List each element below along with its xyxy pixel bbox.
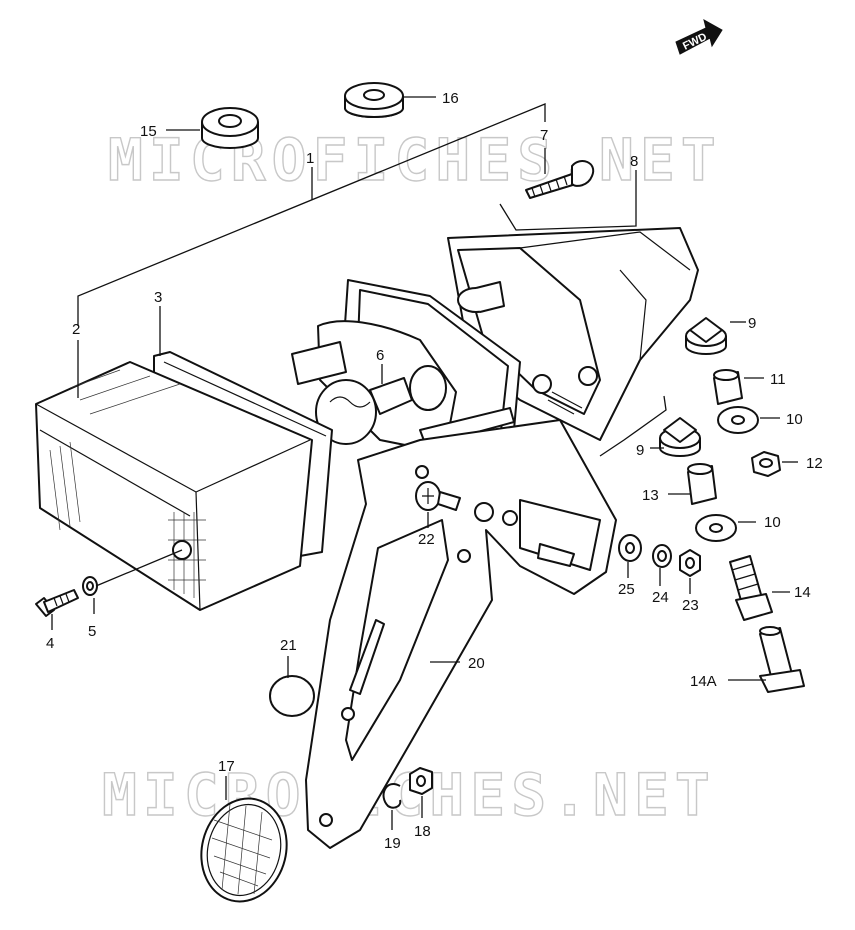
callout-22: 22 — [418, 531, 435, 548]
nut-18 — [409, 767, 433, 795]
cap-21 — [269, 675, 315, 717]
grommet-15 — [201, 107, 259, 149]
callout-10-lower: 10 — [764, 514, 781, 531]
grommet-16 — [344, 82, 404, 118]
fwd-arrow-icon: FWD — [675, 19, 723, 55]
screw-22 — [415, 481, 461, 511]
callout-3: 3 — [154, 289, 162, 306]
callout-18: 18 — [414, 823, 431, 840]
callout-21: 21 — [280, 637, 297, 654]
callout-5: 5 — [88, 623, 96, 640]
bolt-9-upper — [685, 317, 727, 355]
fwd-label: FWD — [681, 31, 709, 53]
callout-6: 6 — [376, 347, 384, 364]
callout-24: 24 — [652, 589, 669, 606]
callout-13: 13 — [642, 487, 659, 504]
callout-15: 15 — [140, 123, 157, 140]
callout-2: 2 — [72, 321, 80, 338]
callout-1: 1 — [306, 150, 314, 167]
collar-13 — [687, 463, 717, 505]
screw-7 — [525, 160, 595, 199]
callout-9-upper: 9 — [748, 315, 756, 332]
callout-19: 19 — [384, 835, 401, 852]
bulb-6 — [315, 377, 413, 445]
bolt-9-lower — [659, 417, 701, 457]
callout-10-upper: 10 — [786, 411, 803, 428]
callout-23: 23 — [682, 597, 699, 614]
reflector-17 — [200, 797, 288, 903]
license-bracket-20 — [305, 419, 617, 849]
callout-11: 11 — [770, 371, 786, 388]
callout-12: 12 — [806, 455, 823, 472]
nut-23 — [679, 549, 701, 577]
callout-16: 16 — [442, 90, 459, 107]
washer-10-lower — [695, 514, 737, 542]
callout-9-lower: 9 — [636, 442, 644, 459]
callout-14: 14 — [794, 584, 811, 601]
collar-11 — [713, 369, 743, 405]
washer-5 — [82, 576, 98, 596]
lens-2 — [35, 361, 313, 611]
bolt-14 — [729, 555, 773, 621]
washer-25 — [618, 534, 642, 562]
screw-4 — [35, 589, 79, 617]
callout-4: 4 — [46, 635, 54, 652]
callout-25: 25 — [618, 581, 635, 598]
callout-8: 8 — [630, 153, 638, 170]
washer-10-upper — [717, 406, 759, 434]
callout-17: 17 — [218, 758, 235, 775]
callout-20: 20 — [468, 655, 485, 672]
nut-12 — [751, 451, 781, 477]
clip-19 — [382, 783, 402, 809]
lock-washer-24 — [652, 544, 672, 568]
callout-14a: 14A — [690, 673, 717, 690]
callout-7: 7 — [540, 127, 548, 144]
watermark-bottom: MICROFICHES.NET — [102, 761, 716, 829]
bolt-14a — [759, 626, 805, 693]
